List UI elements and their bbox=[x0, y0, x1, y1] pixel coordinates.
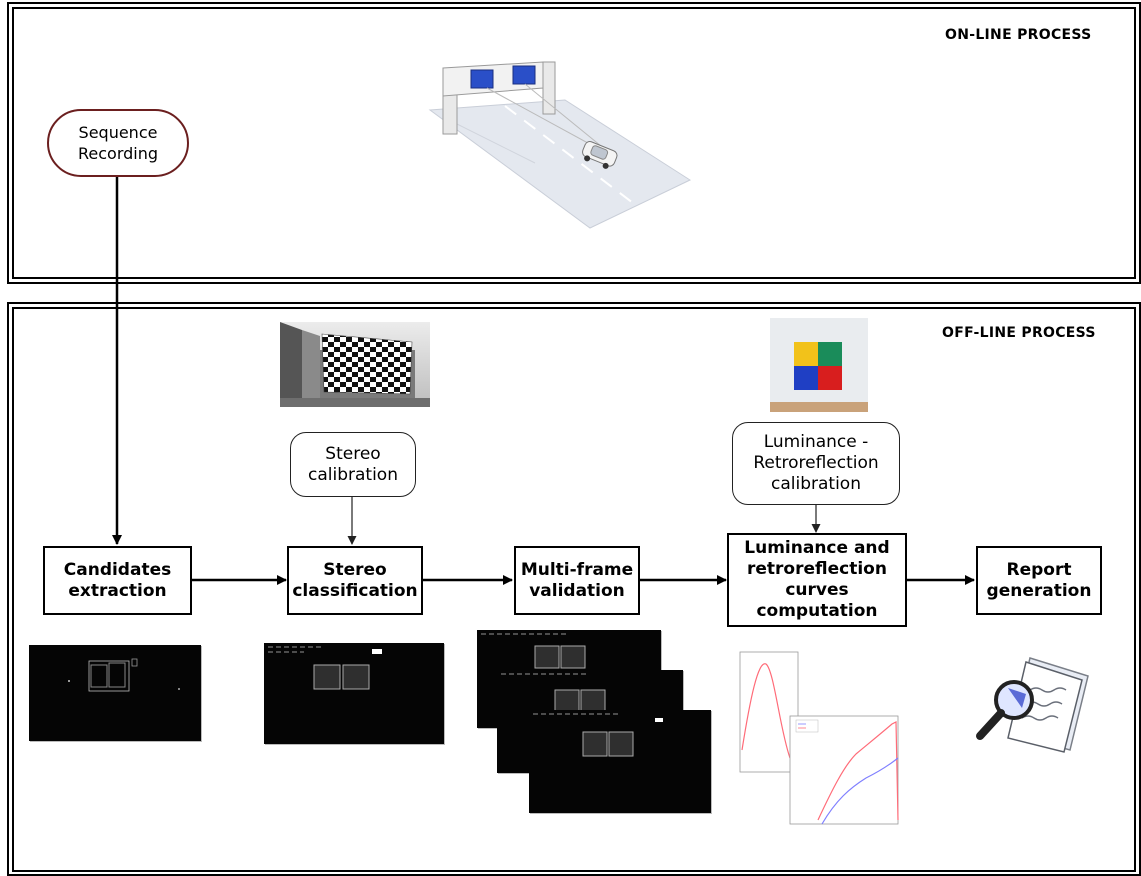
sequence-recording-label: Sequence Recording bbox=[77, 123, 159, 163]
online-panel bbox=[7, 2, 1141, 284]
car-gantry-illustration bbox=[428, 61, 692, 229]
luminance-plot-thumbnail bbox=[728, 640, 908, 830]
online-title: ON-LINE PROCESS bbox=[945, 27, 1092, 43]
stereo-classification-label: Stereo classification bbox=[292, 559, 418, 601]
luminance-retroreflection-calibration-label: Luminance - Retroreflection calibration bbox=[753, 432, 879, 494]
report-magnifier-icon bbox=[976, 657, 1089, 753]
validation-frame-3-overlay bbox=[533, 713, 663, 757]
multi-frame-validation-node[interactable]: Multi-frame validation bbox=[514, 546, 640, 615]
report-generation-label: Report generation bbox=[986, 559, 1092, 601]
luminance-retroreflection-calibration-node[interactable]: Luminance - Retroreflection calibration bbox=[732, 422, 900, 505]
offline-panel bbox=[7, 302, 1141, 876]
online-panel-inner bbox=[12, 7, 1136, 279]
stereo-frame-thumbnail bbox=[264, 643, 444, 744]
offline-panel-inner bbox=[12, 307, 1136, 872]
report-generation-node[interactable]: Report generation bbox=[976, 546, 1102, 615]
checkerboard-photo bbox=[280, 322, 430, 407]
multi-frame-validation-label: Multi-frame validation bbox=[520, 559, 634, 601]
stereo-calibration-label: Stereo calibration bbox=[308, 443, 398, 485]
candidates-extraction-node[interactable]: Candidates extraction bbox=[43, 546, 192, 615]
color-target-photo bbox=[770, 318, 868, 412]
validation-frame-3 bbox=[529, 710, 711, 813]
luminance-curves-label: Luminance and retroreflection curves com… bbox=[744, 538, 890, 621]
candidates-extraction-label: Candidates extraction bbox=[63, 559, 172, 601]
offline-title: OFF-LINE PROCESS bbox=[942, 325, 1096, 341]
sequence-recording-node[interactable]: Sequence Recording bbox=[47, 109, 189, 177]
stereo-frame-overlay bbox=[268, 646, 382, 690]
luminance-curves-node[interactable]: Luminance and retroreflection curves com… bbox=[727, 533, 907, 627]
candidates-frame-overlay bbox=[68, 658, 180, 692]
stereo-classification-node[interactable]: Stereo classification bbox=[287, 546, 423, 615]
candidates-frame-thumbnail bbox=[29, 645, 201, 741]
stereo-calibration-node[interactable]: Stereo calibration bbox=[290, 432, 416, 497]
validation-frame-1-overlay bbox=[481, 633, 586, 669]
